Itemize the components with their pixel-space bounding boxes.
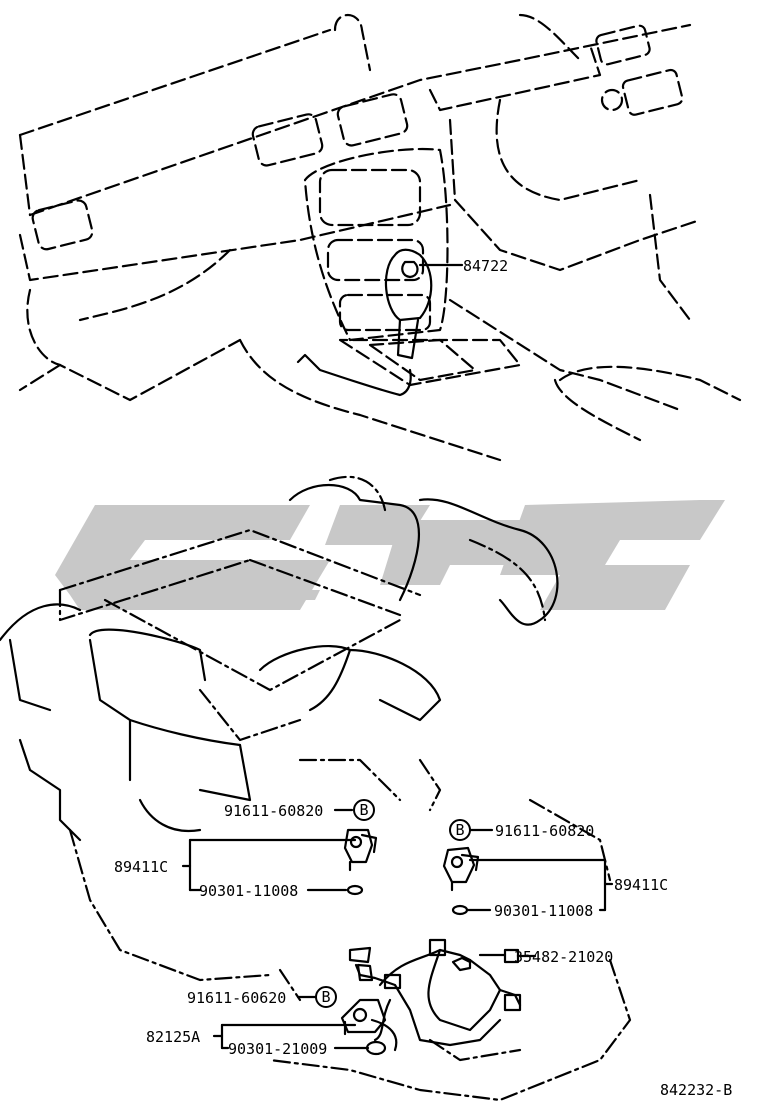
label-lower-bolt: 91611-60620 [187, 989, 286, 1007]
callout-marker-right: B [449, 819, 471, 841]
label-right-sensor: 89411C [614, 876, 668, 894]
label-lower-switch: 82125A [146, 1028, 200, 1046]
label-lower-oring: 90301-21009 [228, 1040, 327, 1058]
callout-text: B [455, 821, 464, 839]
label-right-bolt: 91611-60820 [495, 822, 594, 840]
right-sensor-assembly [442, 828, 614, 916]
callout-marker-lower: B [315, 986, 337, 1008]
callout-text: B [321, 988, 330, 1006]
dashboard-interior-drawing [18, 13, 742, 462]
watermark-logo [55, 500, 725, 610]
figure-code: 842232-B [660, 1081, 732, 1099]
label-harness-clamp: 35482-21020 [514, 948, 613, 966]
harness-assembly [212, 938, 537, 1056]
label-left-oring: 90301-11008 [199, 882, 298, 900]
label-right-oring: 90301-11008 [494, 902, 593, 920]
callout-text: B [359, 801, 368, 819]
left-sensor-assembly [181, 808, 378, 896]
label-left-sensor: 89411C [114, 858, 168, 876]
engine-drawing [0, 475, 632, 1102]
label-left-bolt: 91611-60820 [224, 802, 323, 820]
callout-marker-left: B [353, 799, 375, 821]
label-knob-part: 84722 [463, 257, 508, 275]
